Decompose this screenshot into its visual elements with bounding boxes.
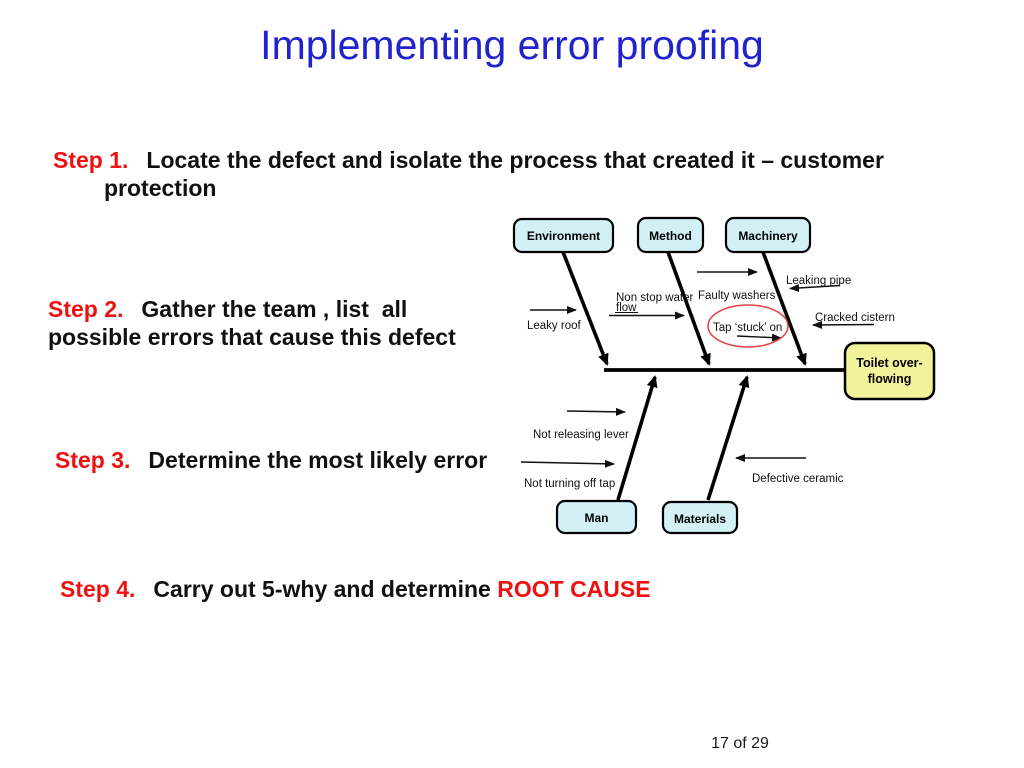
tap-stuck-label: Tap ‘stuck’ on bbox=[713, 322, 782, 334]
environment-bone bbox=[561, 251, 609, 366]
step-2-line2: possible errors that cause this defect bbox=[48, 324, 456, 350]
effect-box-label-2: flowing bbox=[868, 372, 912, 386]
environment-box-label: Environment bbox=[527, 229, 600, 243]
materials-bone bbox=[706, 375, 750, 501]
machinery-box bbox=[724, 216, 812, 254]
step-3-body: Determine the most likely error bbox=[148, 447, 488, 473]
effect-box-label-1: Toilet over- bbox=[856, 356, 922, 370]
not-turning-off-tap-label: Not turning off tap bbox=[524, 478, 615, 490]
step-3-text: Step 3. Determine the most likely error bbox=[55, 446, 615, 474]
cracked-cistern-label: Cracked cistern bbox=[815, 312, 895, 324]
materials-box bbox=[661, 500, 739, 535]
defective-ceramic-label: Defective ceramic bbox=[752, 473, 844, 485]
step-4-text: Step 4. Carry out 5-why and determine ROO… bbox=[60, 575, 700, 603]
not-releasing-lever-arrow bbox=[566, 407, 626, 416]
step-1-label: Step 1. bbox=[53, 147, 129, 173]
method-bone bbox=[666, 251, 711, 366]
page-indicator: 17 of 29 bbox=[711, 735, 769, 752]
step-1-line2: protection bbox=[104, 175, 217, 201]
method-box-label: Method bbox=[649, 229, 692, 243]
non-stop-water-label-1: Non stop water bbox=[616, 292, 694, 304]
step-2-label: Step 2. bbox=[48, 296, 124, 322]
step-1-text: Step 1. Locate the defect and isolate the… bbox=[53, 146, 913, 202]
man-bone bbox=[616, 375, 658, 501]
tap-stuck-arrow bbox=[736, 333, 782, 342]
leaking-pipe-label: Leaking pipe bbox=[786, 275, 851, 287]
step-3-label: Step 3. bbox=[55, 447, 131, 473]
step-2-line1: Gather the team , list all bbox=[141, 296, 408, 322]
man-box-label: Man bbox=[585, 511, 609, 525]
environment-box bbox=[512, 217, 615, 254]
machinery-box-label: Machinery bbox=[738, 229, 798, 243]
machinery-bone bbox=[761, 251, 807, 366]
tap-stuck-highlight-ellipse bbox=[707, 304, 789, 348]
man-box bbox=[555, 499, 638, 535]
effect-box bbox=[843, 341, 936, 401]
not-releasing-lever-label: Not releasing lever bbox=[533, 429, 629, 441]
leaky-roof-label: Leaky roof bbox=[527, 320, 582, 332]
not-turning-off-tap-arrow bbox=[520, 459, 615, 468]
non-stop-water-label-2: flow bbox=[616, 302, 637, 314]
method-box bbox=[636, 216, 705, 254]
step-4-root-cause: ROOT CAUSE bbox=[497, 576, 651, 602]
step-4-body: Carry out 5-why and determine bbox=[153, 576, 498, 602]
leaking-pipe-arrow bbox=[789, 283, 841, 292]
slide-title: Implementing error proofing bbox=[260, 22, 764, 68]
cracked-cistern-arrow bbox=[812, 320, 875, 329]
faulty-washers-label: Faulty washers bbox=[698, 290, 776, 302]
step-1-line1: Locate the defect and isolate the proces… bbox=[146, 147, 884, 173]
materials-box-label: Materials bbox=[674, 512, 726, 526]
step-4-label: Step 4. bbox=[60, 576, 136, 602]
